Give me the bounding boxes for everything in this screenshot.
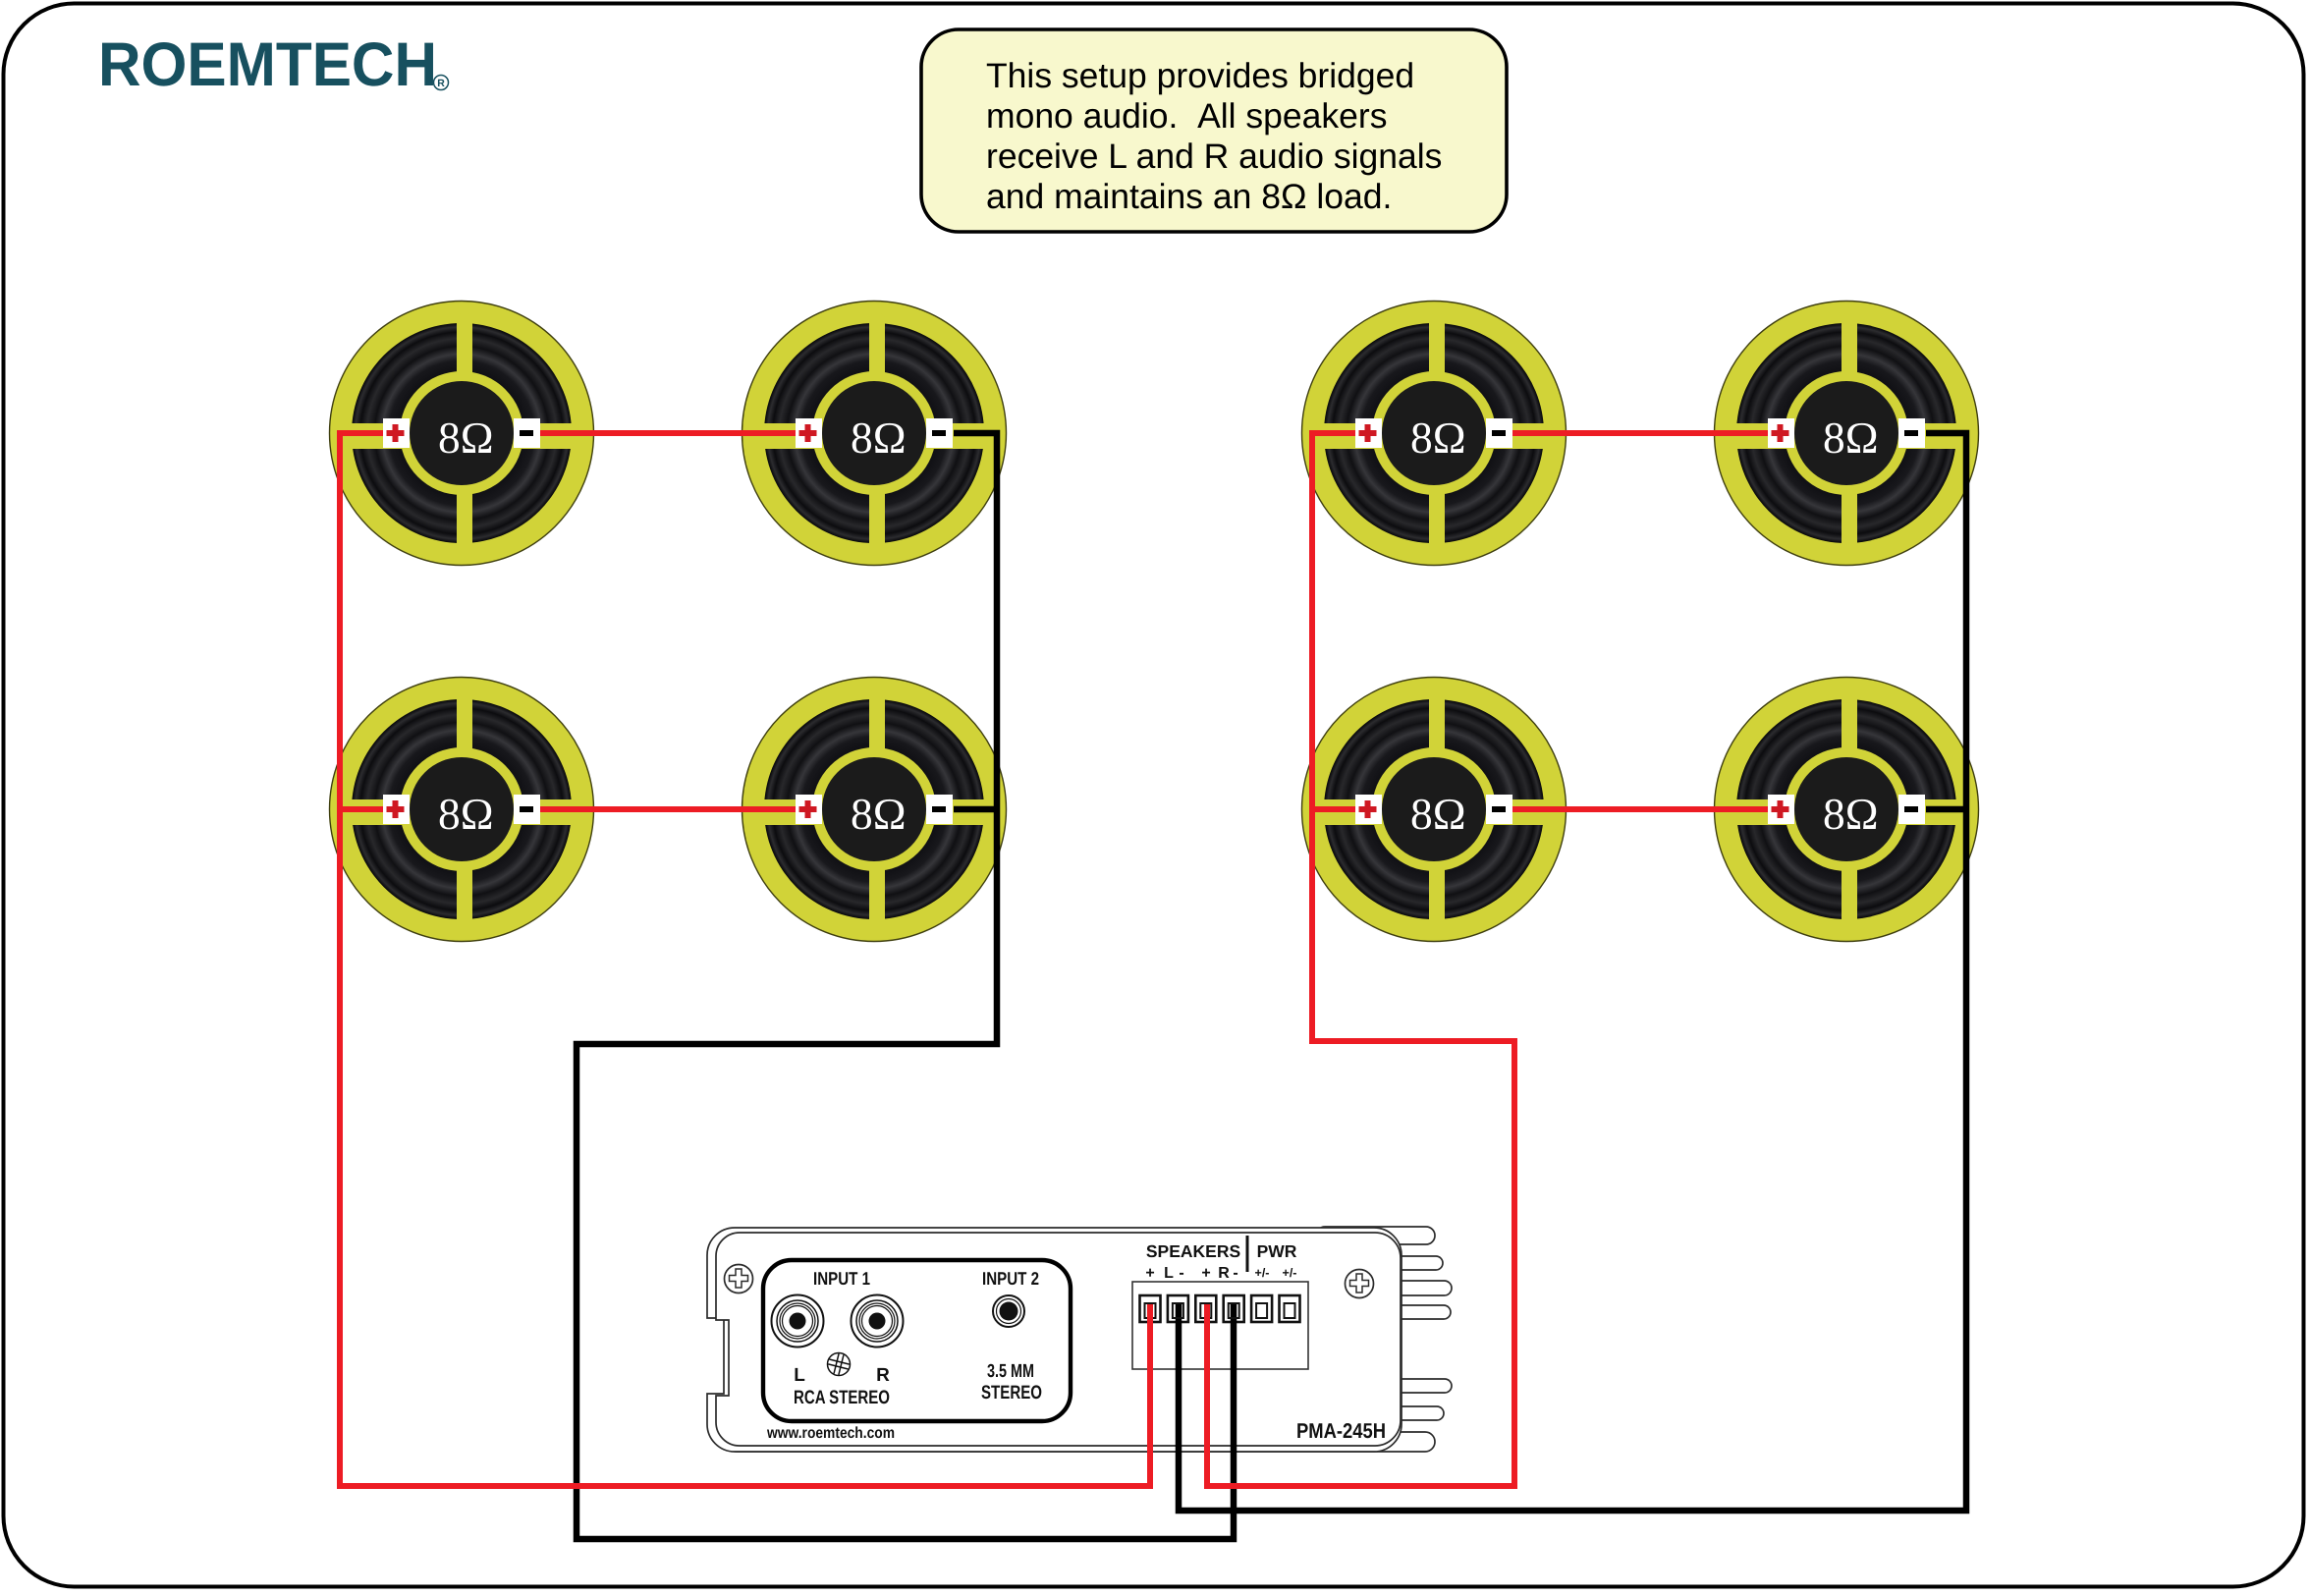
svg-text:+: + (1145, 1265, 1154, 1282)
svg-text:PWR: PWR (1257, 1241, 1297, 1261)
svg-text:www.roemtech.com: www.roemtech.com (766, 1425, 895, 1442)
svg-text:R: R (876, 1365, 890, 1386)
svg-text:ROEMTECH: ROEMTECH (98, 30, 437, 99)
svg-text:INPUT 2: INPUT 2 (982, 1268, 1039, 1289)
svg-text:SPEAKERS: SPEAKERS (1146, 1241, 1240, 1261)
svg-text:L: L (1164, 1265, 1174, 1282)
svg-text:RCA STEREO: RCA STEREO (794, 1387, 890, 1408)
svg-text:+/-: +/- (1255, 1266, 1270, 1280)
svg-text:3.5 MM: 3.5 MM (987, 1361, 1034, 1382)
svg-text:L: L (794, 1365, 805, 1386)
svg-text:PMA-245H: PMA-245H (1296, 1419, 1386, 1443)
svg-text:STEREO: STEREO (981, 1382, 1042, 1403)
svg-text:-: - (1179, 1265, 1183, 1282)
svg-text:-: - (1233, 1265, 1237, 1282)
svg-text:INPUT 1: INPUT 1 (813, 1268, 870, 1289)
svg-text:This setup provides bridged: This setup provides bridged mono audio. … (986, 56, 1452, 216)
svg-text:R: R (437, 78, 445, 89)
svg-text:+/-: +/- (1283, 1266, 1297, 1280)
svg-text:+: + (1201, 1265, 1210, 1282)
svg-text:R: R (1218, 1265, 1230, 1282)
